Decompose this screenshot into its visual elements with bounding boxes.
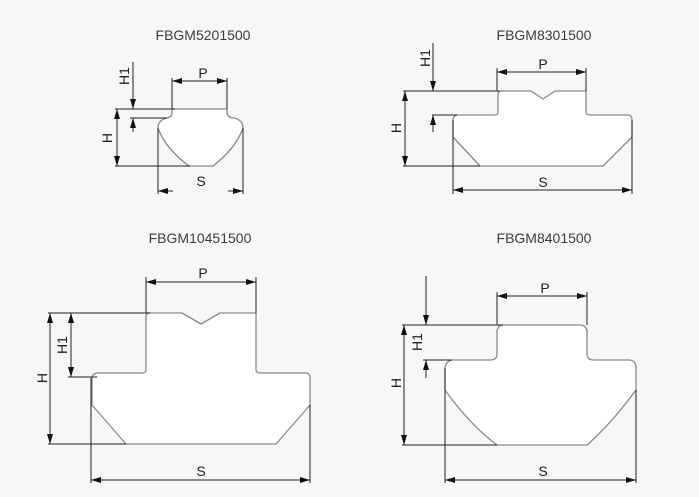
diagram-fbgm5201500: FBGM5201500 P H H1 S <box>99 27 251 194</box>
p-label: P <box>538 56 547 72</box>
p-label: P <box>540 280 549 296</box>
diagram-fbgm8401500: FBGM8401500 P H H1 S <box>388 230 637 483</box>
s-label: S <box>538 463 547 479</box>
h1-label: H1 <box>417 49 433 67</box>
h1-label: H1 <box>116 67 132 85</box>
p-label: P <box>198 265 207 281</box>
s-label: S <box>196 463 205 479</box>
diagram-title: FBGM8301500 <box>497 27 592 43</box>
h-label: H <box>34 373 50 383</box>
profile-shape <box>157 108 244 167</box>
profile-shape <box>452 90 633 167</box>
h-label: H <box>99 133 115 143</box>
p-label: P <box>198 65 207 81</box>
diagram-title: FBGM5201500 <box>156 27 251 43</box>
profile-shape <box>444 324 637 446</box>
profile-shape <box>91 312 311 445</box>
diagram-title: FBGM8401500 <box>497 230 592 246</box>
h1-label: H1 <box>54 336 70 354</box>
h-label: H <box>388 378 404 388</box>
h-label: H <box>388 123 404 133</box>
diagram-fbgm8301500: FBGM8301500 P H H1 S <box>388 27 633 194</box>
s-label: S <box>196 173 205 189</box>
diagram-fbgm10451500: FBGM10451500 P H H1 S <box>34 230 311 483</box>
h1-label: H1 <box>409 333 425 351</box>
s-label: S <box>538 174 547 190</box>
diagram-title: FBGM10451500 <box>149 230 252 246</box>
